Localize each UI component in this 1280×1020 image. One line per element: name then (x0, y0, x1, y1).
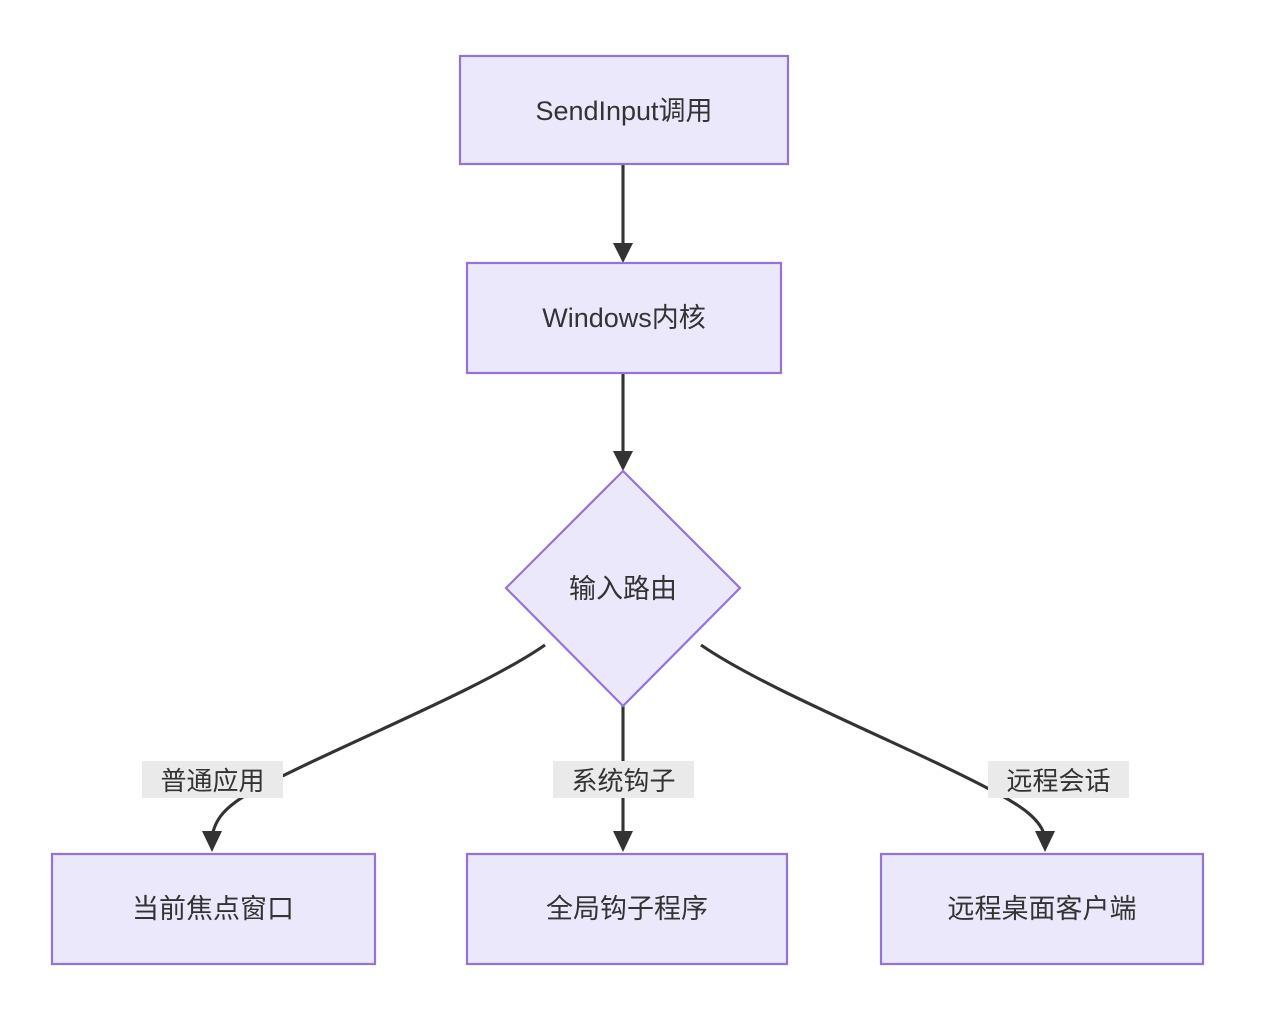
node-router[interactable]: 输入路由 (504, 469, 742, 708)
edge-line (210, 643, 546, 839)
node-kernel[interactable]: Windows内核 (465, 261, 783, 375)
edge-line (700, 643, 1047, 839)
arrow-head-icon (613, 831, 633, 852)
arrow-head-icon (202, 831, 222, 852)
node-sendinput-shape[interactable] (458, 54, 790, 166)
node-rdp-client[interactable]: 远程桌面客户端 (879, 852, 1205, 966)
arrow-head-icon (613, 243, 633, 263)
edge-kernel-to-router (613, 373, 633, 471)
edge-label-system-hook: 系统钩子 (553, 761, 694, 798)
edge-router-to-focus-window (202, 643, 546, 852)
arrow-head-icon (1035, 831, 1055, 852)
edge-label-normal-app: 普通应用 (142, 761, 283, 798)
node-focus-window[interactable]: 当前焦点窗口 (50, 852, 377, 966)
edge-label-system-hook-bg (553, 761, 694, 798)
edge-router-to-rdp-client (700, 643, 1055, 852)
node-router-shape[interactable] (504, 469, 742, 708)
edge-label-remote-session-bg (988, 761, 1129, 798)
node-hook-program[interactable]: 全局钩子程序 (465, 852, 789, 966)
arrow-head-icon (613, 451, 633, 471)
node-sendinput[interactable]: SendInput调用 (458, 54, 790, 166)
node-focus-window-shape[interactable] (50, 852, 377, 966)
node-rdp-client-shape[interactable] (879, 852, 1205, 966)
node-kernel-shape[interactable] (465, 261, 783, 375)
node-hook-program-shape[interactable] (465, 852, 789, 966)
edge-label-remote-session: 远程会话 (988, 761, 1129, 798)
edge-sendinput-to-kernel (613, 164, 633, 263)
edge-label-normal-app-bg (142, 761, 283, 798)
